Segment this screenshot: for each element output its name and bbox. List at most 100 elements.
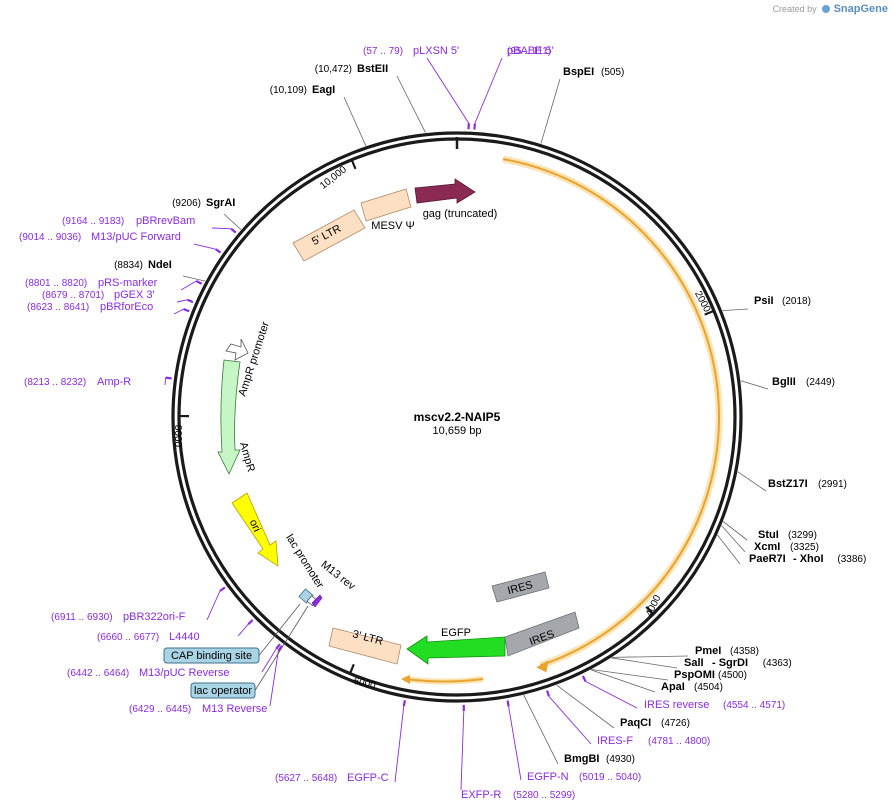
tick-label: 8000 <box>172 425 183 448</box>
primer-leader-line <box>585 681 638 709</box>
enzyme-leader-line <box>722 521 748 541</box>
enzyme-site-pmei: PmeI (4358) <box>695 645 759 657</box>
primer-leader-line <box>269 650 279 707</box>
enzyme-position: (4726) <box>661 718 690 729</box>
primer-site-m13-puc-forward: (9014 .. 9036)M13/pUC Forward <box>19 231 181 243</box>
primer-name: EGFP-N <box>527 771 569 783</box>
feature-label: lac promoter <box>283 532 326 590</box>
enzyme-leader-line <box>591 669 669 681</box>
primer-site-prs-marker: (8801 .. 8820)pRS-marker <box>25 277 158 289</box>
badge-leader-line <box>254 605 309 691</box>
tick-mark <box>645 606 654 614</box>
primer-name: IRES-F <box>597 735 633 747</box>
enzyme-site-apai: ApaI(4504) <box>661 681 723 693</box>
enzyme-name: BstEII <box>357 63 388 75</box>
enzyme-leader-line <box>396 75 426 133</box>
primer-site-pgex-3: (8679 .. 8701) pGEX 3' <box>42 289 155 301</box>
tick-mark <box>351 160 357 170</box>
enzyme-name: PsiI <box>754 295 774 307</box>
enzyme-position: (2449) <box>806 377 835 388</box>
primer-leader-line <box>394 706 405 783</box>
enzyme-site-stui: StuI(3299) <box>758 529 817 541</box>
enzyme-position: (4504) <box>694 682 723 693</box>
enzyme-site-psii: PsiI(2018) <box>754 295 811 307</box>
primer-name: pBABE 5' <box>507 45 554 57</box>
primer-leader-line <box>474 57 503 124</box>
primer-site-pbrforeco: (8623 .. 8641)pBRforEco <box>27 301 153 313</box>
primer-name: pLXSN 5' <box>413 45 459 57</box>
primer-site-mark <box>219 586 226 592</box>
primer-name: pBR322ori-F <box>123 611 186 623</box>
primer-leader-line <box>180 280 197 291</box>
primer-name: Amp-R <box>97 376 131 388</box>
snapgene-branding: Created by SnapGene <box>773 3 888 15</box>
primer-name: pGEX 3' <box>114 289 155 301</box>
enzyme-name: PaqCI <box>620 717 651 729</box>
primer-leader-line <box>460 710 465 791</box>
badge-label: CAP binding site <box>171 650 252 662</box>
enzyme-site-eagi: EagI(10,109) <box>270 84 335 96</box>
primer-site-m13-puc-reverse: (6442 .. 6464)M13/pUC Reverse <box>67 667 229 679</box>
enzyme-position: (2991) <box>818 479 847 490</box>
primer-site-mark <box>186 298 194 304</box>
enzyme-position: (10,472) <box>315 64 352 75</box>
enzyme-leader-line <box>611 657 678 669</box>
primer-position: (6660 .. 6677) <box>97 632 159 643</box>
enzyme-name: BglII <box>772 376 796 388</box>
enzyme-site-bglii: BglII (2449) <box>772 376 835 388</box>
primer-name: M13/pUC Forward <box>91 231 181 243</box>
enzyme-leader-line <box>556 684 615 729</box>
enzyme-site-paqci: PaqCI (4726) <box>620 717 690 729</box>
badge-leader-line <box>258 603 301 656</box>
enzyme-name: BmgBI <box>564 753 599 765</box>
primer-site-mark <box>277 645 283 652</box>
primer-site-mark <box>183 308 190 313</box>
primer-position: (4781 .. 4800) <box>648 736 710 747</box>
primer-position: (8213 .. 8232) <box>24 377 86 388</box>
primer-position: (8679 .. 8701) <box>42 290 104 301</box>
primer-site-ires-reverse: (4554 .. 4571)IRES reverse <box>644 699 785 711</box>
enzyme-name: BstZ17I <box>768 478 808 490</box>
primer-site-exfp-r: (5280 .. 5299)EXFP-R <box>461 789 575 801</box>
enzyme-leader-line <box>523 694 559 765</box>
enzyme-name: PmeI <box>695 645 721 657</box>
primer-leader-line <box>548 696 592 745</box>
plasmid-name: mscv2.2-NAIP5 <box>414 410 501 424</box>
enzyme-position: (8834) <box>114 260 143 271</box>
primer-name: pBRrevBam <box>136 215 195 227</box>
orf-layer <box>401 155 723 685</box>
enzyme-name: StuI <box>758 529 779 541</box>
enzyme-position: (3325) <box>790 542 819 553</box>
primer-site-pbrrevbam: (9164 .. 9183)pBRrevBam <box>62 215 195 227</box>
feature-badge-cap-binding-site: CAP binding site <box>163 647 260 664</box>
primer-leader-line <box>426 57 470 124</box>
primer-name: M13 Reverse <box>202 703 267 715</box>
primer-position: (5019 .. 5040) <box>579 772 641 783</box>
enzyme-site-paer7i: PaeR7I- XhoI(3386) <box>749 553 866 565</box>
snapgene-logo-icon <box>821 5 830 13</box>
feature-ori-origin: ori <box>231 492 279 567</box>
feature-5-ltr-ltr: 5' LTR <box>292 209 366 262</box>
enzyme-position: (4358) <box>730 646 759 657</box>
feature-label: EGFP <box>441 627 471 639</box>
enzyme-leader-line <box>722 308 749 311</box>
enzyme-leader-line <box>721 525 746 553</box>
primer-leader-line <box>206 590 221 621</box>
primer-leader-line <box>176 299 188 303</box>
enzyme-leader-line <box>182 275 206 282</box>
enzyme-position: (9206) <box>172 198 201 209</box>
primer-site-mark <box>402 700 406 707</box>
tick-mark <box>349 663 355 674</box>
enzyme-position: (4500) <box>718 670 747 681</box>
enzyme-leader-line <box>223 213 242 230</box>
primer-site-amp-r: (8213 .. 8232) Amp-R <box>24 376 131 388</box>
enzyme-name: PspOMI <box>674 669 715 681</box>
feature-badge-lac-operator: lac operator <box>190 682 256 699</box>
primer-leader-line <box>508 706 522 781</box>
enzyme-name: XcmI <box>754 541 780 553</box>
primer-position: (8623 .. 8641) <box>27 302 89 313</box>
enzyme-name: EagI <box>312 84 335 96</box>
primer-site-l4440: (6660 .. 6677)L4440 <box>97 631 200 643</box>
feature-label: AmpR promoter <box>236 320 272 398</box>
